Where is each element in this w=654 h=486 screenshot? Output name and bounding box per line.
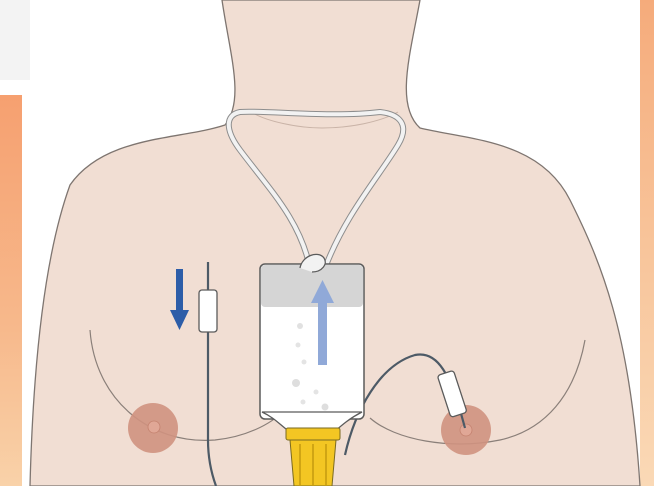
supplementer-bag: [260, 254, 364, 432]
right-nipple: [460, 424, 472, 436]
yellow-connector: [286, 428, 340, 486]
left-tube-clamp: [199, 290, 217, 332]
left-nipple: [148, 421, 160, 433]
